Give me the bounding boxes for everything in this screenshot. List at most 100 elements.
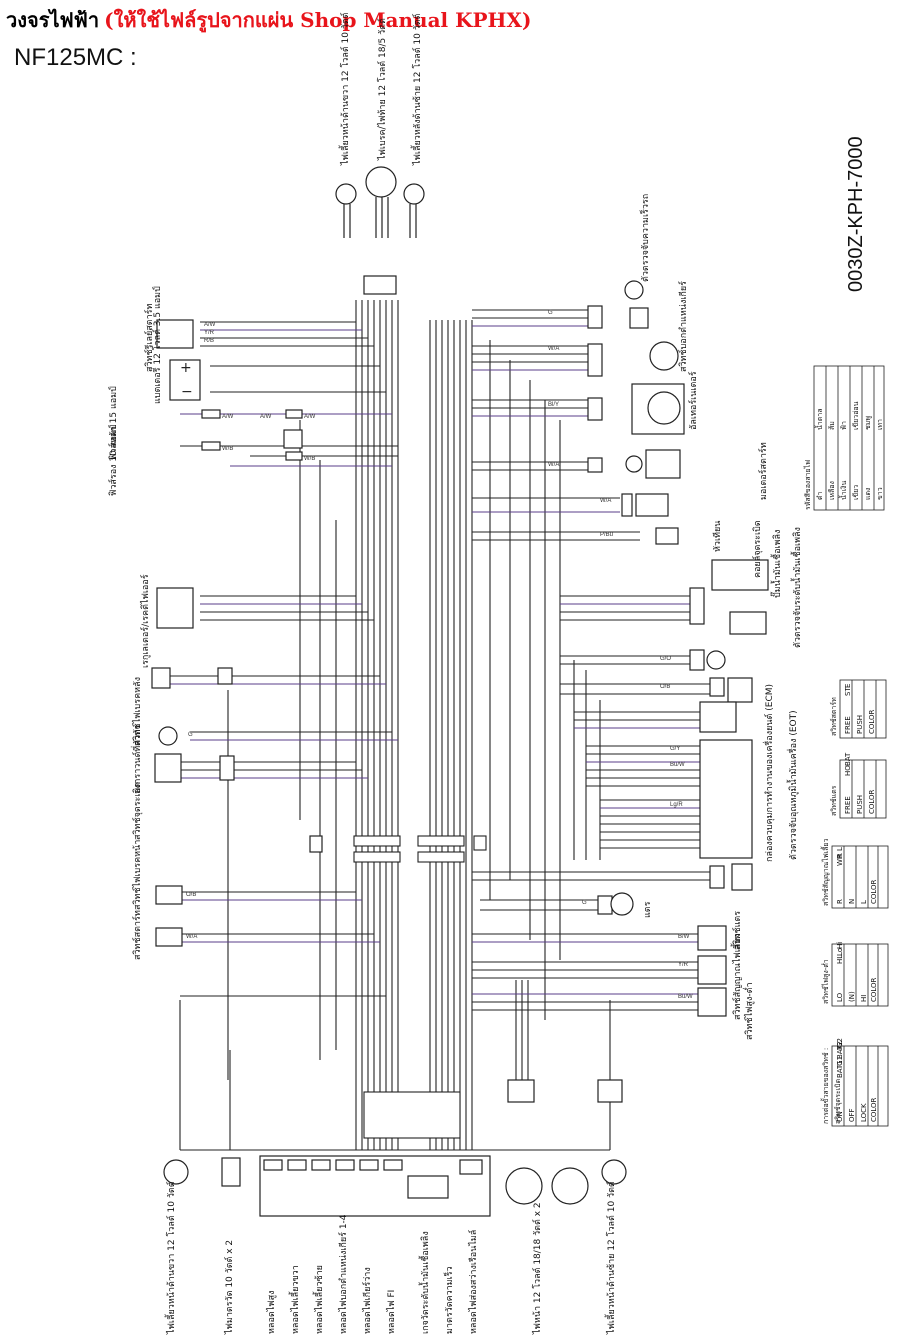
svg-text:มาตรวัดความเร็ว: มาตรวัดความเร็ว bbox=[442, 1266, 455, 1334]
svg-text:Y/R: Y/R bbox=[204, 330, 215, 336]
svg-text:Bu/W: Bu/W bbox=[670, 762, 685, 768]
ground-symbol bbox=[158, 726, 178, 746]
horn-symbol bbox=[610, 892, 634, 916]
caption-eot: ตัวตรวจจับอุณหภูมิน้ำมันเครื่อง (EOT) bbox=[786, 710, 799, 860]
svg-text:หลอดไฟเลี้ยวซ้าย: หลอดไฟเลี้ยวซ้าย bbox=[312, 1265, 325, 1334]
svg-text:WR: WR bbox=[836, 854, 844, 866]
horn-switch-box bbox=[697, 925, 727, 951]
caption-ground: ลงกราวนด์ที่ตัวถัง bbox=[130, 725, 143, 794]
caption-brake-tail: ไฟเบรค/ไฟท้าย 12 โวลต์ 18/5 วัตต์ bbox=[376, 18, 388, 161]
svg-text:W/A: W/A bbox=[600, 498, 611, 504]
caption-sub-fuse: ฟิวส์รอง 10 แอมป์ bbox=[107, 424, 119, 496]
svg-text:เขียว: เขียว bbox=[852, 485, 860, 500]
front-left-turn-lamp bbox=[601, 1159, 627, 1185]
svg-text:HO: HO bbox=[844, 765, 852, 776]
caption-horn-switch: สวิทช์แตร bbox=[731, 911, 743, 950]
svg-text:Bl/Y: Bl/Y bbox=[548, 402, 559, 408]
wire-runs bbox=[170, 309, 710, 1151]
svg-text:เขียวอ่อน: เขียวอ่อน bbox=[852, 401, 860, 430]
left-components: + − bbox=[151, 319, 323, 947]
svg-text:A/W: A/W bbox=[204, 322, 216, 328]
svg-text:P/Bu: P/Bu bbox=[600, 532, 613, 538]
caption-starter-relay: สวิทช์รีเลย์สตาร์ท bbox=[143, 303, 155, 372]
svg-text:B/W: B/W bbox=[678, 934, 690, 940]
svg-text:R: R bbox=[836, 853, 844, 858]
svg-text:+: + bbox=[180, 360, 192, 376]
rear-brake-switch-box bbox=[151, 667, 171, 689]
svg-text:หลอดไฟเลี้ยวขวา: หลอดไฟเลี้ยวขวา bbox=[288, 1265, 301, 1334]
svg-text:ขาว: ขาว bbox=[876, 487, 884, 500]
svg-text:W/A: W/A bbox=[548, 346, 559, 352]
svg-text:สวิทช์สัญญาณไฟเลี้ยว: สวิทช์สัญญาณไฟเลี้ยว bbox=[819, 839, 830, 906]
svg-text:สวิทช์จุดระเบิด: สวิทช์จุดระเบิด bbox=[834, 1079, 842, 1124]
svg-text:COLOR: COLOR bbox=[868, 709, 876, 734]
svg-text:สวิทช์สตาร์ท: สวิทช์สตาร์ท bbox=[830, 697, 838, 736]
svg-text:L: L bbox=[860, 900, 868, 904]
svg-text:น้ำตาล: น้ำตาล bbox=[813, 409, 824, 430]
svg-text:E: E bbox=[844, 684, 852, 688]
ignition-switch-box bbox=[154, 753, 182, 783]
svg-text:BAT2: BAT2 bbox=[836, 1041, 844, 1059]
svg-text:G: G bbox=[188, 732, 193, 738]
svg-text:PUSH: PUSH bbox=[856, 715, 864, 734]
svg-text:ชมพู: ชมพู bbox=[864, 416, 872, 430]
svg-text:G: G bbox=[582, 900, 587, 906]
svg-text:R/B: R/B bbox=[204, 338, 214, 344]
color-code-title: รหัสสีของสายไฟ bbox=[803, 460, 812, 510]
model-label: NF125MC : bbox=[14, 44, 137, 71]
caption-spark-plug: หัวเทียน bbox=[712, 521, 723, 552]
svg-text:ดำ: ดำ bbox=[816, 491, 824, 500]
eot-sensor-symbol bbox=[727, 677, 753, 703]
caption-front-left-turn-bottom: ไฟเลี้ยวหน้าด้านซ้าย 12 โวลต์ 10 วัตต์ bbox=[604, 1181, 617, 1335]
svg-text:O/B: O/B bbox=[660, 684, 670, 690]
svg-text:OFF: OFF bbox=[848, 1108, 856, 1122]
svg-text:Bu/W: Bu/W bbox=[678, 994, 693, 1000]
svg-text:COLOR: COLOR bbox=[870, 879, 878, 904]
svg-text:หลอดไฟ FI: หลอดไฟ FI bbox=[386, 1290, 397, 1334]
svg-text:N: N bbox=[848, 899, 856, 904]
svg-text:ฟ้า: ฟ้า bbox=[840, 421, 848, 430]
svg-text:เหลือง: เหลือง bbox=[828, 481, 836, 500]
bottom-captions: ไฟเลี้ยวหน้าด้านขวา 12 โวลต์ 10 วัตต์ ไฟ… bbox=[164, 1181, 617, 1335]
svg-text:HL: HL bbox=[836, 955, 844, 964]
caption-start-switch: สวิทช์สตาร์ท bbox=[131, 910, 143, 960]
main-fuse-symbol bbox=[201, 409, 221, 419]
dimmer-switch-table bbox=[831, 943, 889, 1007]
fuel-pump-symbol bbox=[711, 559, 769, 591]
svg-text:Lg/R: Lg/R bbox=[670, 802, 683, 808]
ignition-coil-symbol bbox=[635, 493, 669, 517]
switch-tables-title: การต่อขั้วสายของสวิทช์ : bbox=[819, 1048, 830, 1124]
bottom-lamps bbox=[163, 1155, 627, 1217]
caption-rear-brake-switch: สวิทช์ไฟเบรคหลัง bbox=[131, 677, 143, 746]
caption-ignition-coil: คอยล์จุดระเบิด bbox=[751, 520, 763, 578]
caption-headlight: ไฟหน้า 12 โวลต์ 18/18 วัตต์ x 2 bbox=[531, 1202, 543, 1335]
caption-alternator: อัลเทอร์เนเตอร์ bbox=[687, 371, 699, 430]
svg-text:COLOR: COLOR bbox=[870, 1097, 878, 1122]
fuel-sensor-symbol bbox=[729, 611, 767, 635]
svg-text:W/B: W/B bbox=[304, 456, 315, 462]
svg-text:G: G bbox=[548, 310, 553, 316]
svg-text:−: − bbox=[181, 384, 193, 400]
left-captions: สวิทช์รีเลย์สตาร์ท แบตเตอรี่ 12 โวลต์ 3.… bbox=[107, 286, 163, 960]
svg-text:BAT1: BAT1 bbox=[836, 1060, 844, 1078]
caption-horn: แตร bbox=[643, 901, 653, 918]
svg-text:FREE: FREE bbox=[844, 796, 852, 814]
switch-table-labels: การต่อขั้วสายของสวิทช์ : สวิทช์สตาร์ท สว… bbox=[819, 684, 878, 1124]
dimmer-switch-box bbox=[697, 987, 727, 1017]
svg-text:ON: ON bbox=[836, 1111, 844, 1122]
svg-text:G/Y: G/Y bbox=[670, 746, 680, 752]
caption-regulator: เรกูเลเตอร์/เรคติไฟเออร์ bbox=[139, 574, 151, 668]
svg-text:หลอดไฟบอกตำแหน่งเกียร์ 1-4: หลอดไฟบอกตำแหน่งเกียร์ 1-4 bbox=[337, 1214, 349, 1334]
svg-text:เทา: เทา bbox=[876, 419, 884, 430]
svg-text:Lo: Lo bbox=[836, 948, 844, 956]
svg-text:LOCK: LOCK bbox=[860, 1103, 868, 1122]
headlight-low-lamp bbox=[505, 1167, 543, 1205]
svg-text:ST: ST bbox=[844, 687, 852, 696]
speed-sensor-symbol bbox=[624, 280, 644, 300]
regulator-box bbox=[156, 587, 194, 629]
svg-text:น้ำเงิน: น้ำเงิน bbox=[837, 480, 848, 500]
battery-symbol bbox=[169, 359, 201, 401]
ignition-switch-table bbox=[831, 1045, 889, 1127]
svg-text:R: R bbox=[836, 899, 844, 904]
caption-front-brake-switch: สวิทช์ไฟเบรคหน้า bbox=[131, 840, 143, 910]
